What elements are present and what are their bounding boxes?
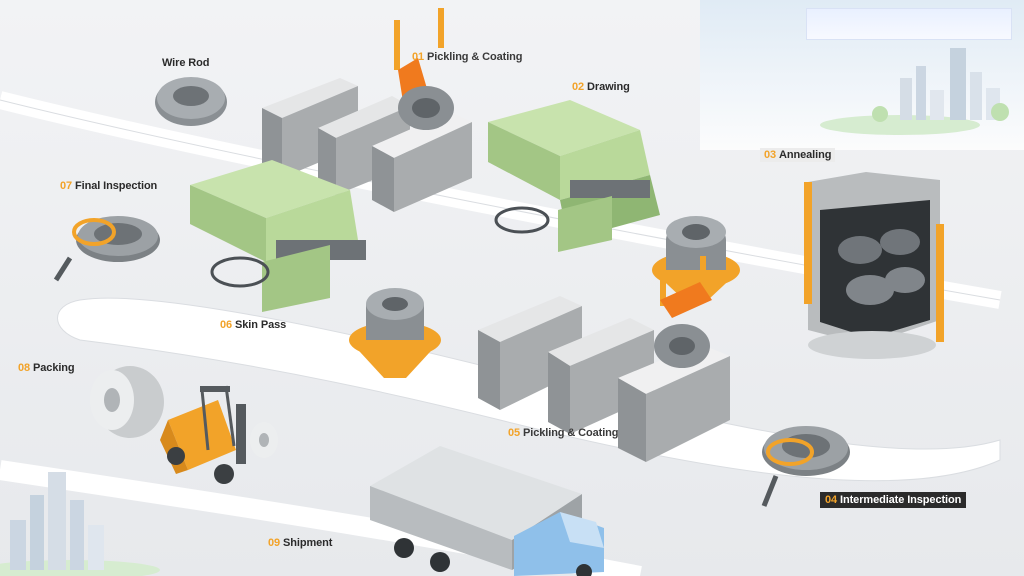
packing-area	[90, 366, 278, 484]
city-skyline-top	[820, 48, 1009, 135]
funnel-coil-drawing	[652, 216, 740, 300]
city-skyline-bottom	[0, 472, 160, 576]
top-right-banner	[806, 8, 1012, 40]
pickling-tanks-5	[478, 296, 730, 462]
hoist-1	[394, 8, 454, 130]
shipment-truck	[370, 446, 604, 576]
label-wire-rod: Wire Rod	[162, 57, 210, 69]
hoist-2	[654, 256, 712, 368]
skin-pass-machine-6	[190, 160, 366, 312]
wire-rod-coil	[155, 77, 227, 126]
final-inspection-coil	[53, 216, 160, 282]
pickling-tanks-1	[262, 78, 472, 212]
annealing-furnace	[804, 172, 944, 359]
intermediate-inspection-coil	[761, 426, 850, 507]
drawing-machine-2	[488, 100, 660, 252]
funnel-coil-skin-pass	[349, 288, 441, 378]
